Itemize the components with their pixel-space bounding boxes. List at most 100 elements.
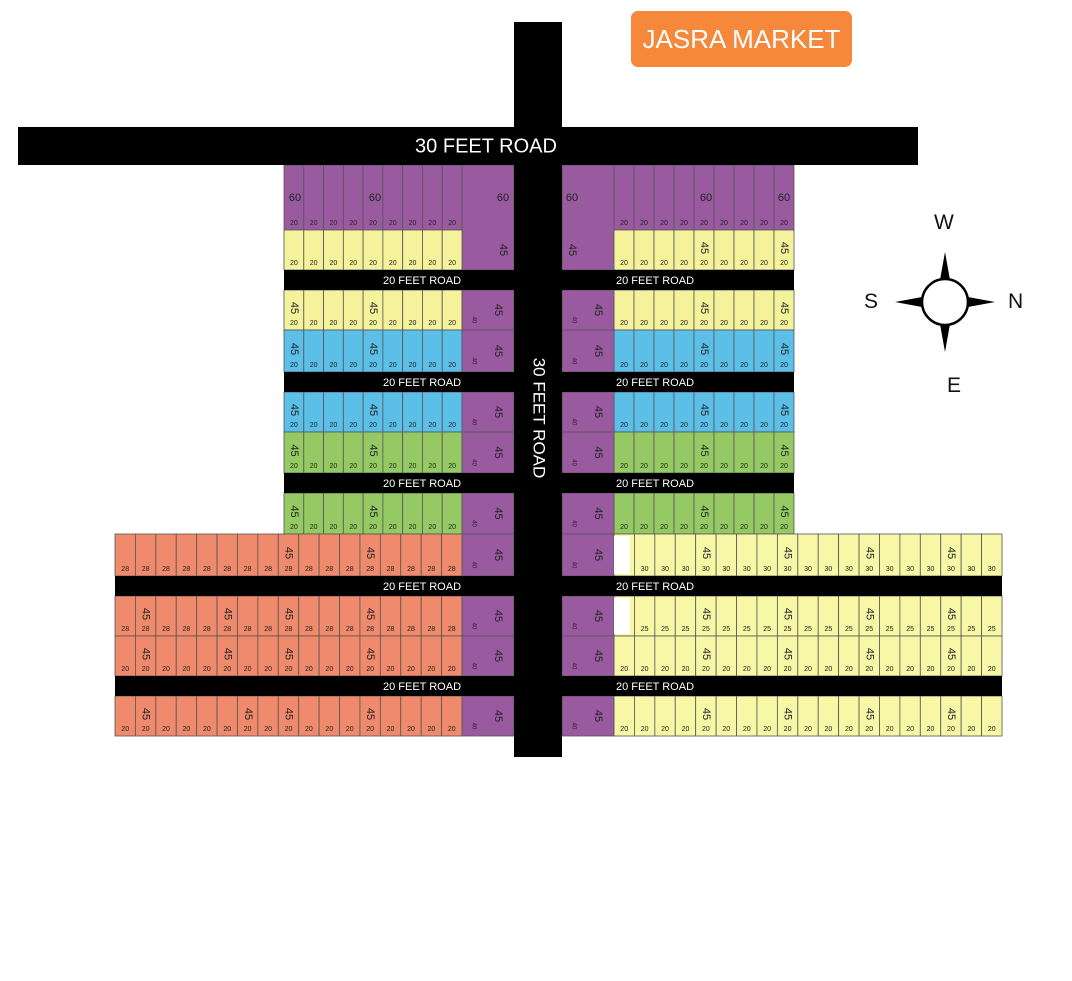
plot-size-label: 20 bbox=[720, 463, 728, 470]
plot-size-label: 20 bbox=[640, 422, 648, 429]
plot-size-label: 20 bbox=[389, 422, 397, 429]
plot-size-label: 20 bbox=[389, 220, 397, 227]
compass-needle-down bbox=[940, 324, 950, 352]
sub-road-label: 20 FEET ROAD bbox=[383, 478, 461, 490]
plot-width-label: 40 bbox=[470, 317, 476, 324]
compass-south-label: S bbox=[864, 290, 879, 313]
plot-size-label: 28 bbox=[407, 566, 415, 573]
plot-size-label: 28 bbox=[366, 626, 374, 633]
market-name-badge: JASRA MARKET bbox=[631, 11, 852, 67]
plot-depth-label: 45 bbox=[283, 547, 295, 559]
plot-size-label: 20 bbox=[720, 320, 728, 327]
plot-depth-label: 45 bbox=[592, 345, 604, 357]
plot-size-label: 30 bbox=[661, 566, 669, 573]
plot-size-label: 20 bbox=[700, 362, 708, 369]
plot-depth-label: 45 bbox=[566, 244, 578, 256]
plot-depth-label: 45 bbox=[492, 650, 504, 662]
plot-size-label: 20 bbox=[660, 260, 668, 267]
plot-size-label: 30 bbox=[906, 566, 914, 573]
plot-size-label: 25 bbox=[743, 626, 751, 633]
plot-size-label: 20 bbox=[640, 260, 648, 267]
plot-size-label: 20 bbox=[389, 320, 397, 327]
sub-road-label: 20 FEET ROAD bbox=[616, 581, 694, 593]
plot-width-label: 40 bbox=[470, 358, 476, 365]
plot-size-label: 20 bbox=[142, 666, 150, 673]
plot-size-label: 20 bbox=[290, 320, 298, 327]
plot-size-label: 20 bbox=[740, 220, 748, 227]
plot-depth-label: 45 bbox=[367, 505, 379, 517]
plot-depth-label: 45 bbox=[221, 648, 233, 660]
plot-depth-label: 45 bbox=[863, 608, 875, 620]
plot-size-label: 20 bbox=[845, 726, 853, 733]
plot-depth-label: 45 bbox=[945, 708, 957, 720]
plot-depth-label: 45 bbox=[778, 505, 790, 517]
plot-size-label: 25 bbox=[927, 626, 935, 633]
plot-size-label: 30 bbox=[967, 566, 975, 573]
plot-size-label: 20 bbox=[865, 666, 873, 673]
plot-size-label: 20 bbox=[285, 726, 293, 733]
plot-size-label: 20 bbox=[927, 726, 935, 733]
plot-depth-label: 45 bbox=[140, 608, 152, 620]
plot-width-label: 40 bbox=[470, 723, 476, 730]
plot-depth-label: 45 bbox=[492, 549, 504, 561]
plot-size-label: 20 bbox=[640, 524, 648, 531]
plot-depth-label: 45 bbox=[698, 444, 710, 456]
plot-depth-label: 45 bbox=[592, 610, 604, 622]
plot-size-label: 20 bbox=[310, 463, 318, 470]
plot-size-label: 20 bbox=[760, 220, 768, 227]
plot-depth-label: 45 bbox=[492, 710, 504, 722]
plot-width-label: 40 bbox=[570, 663, 576, 670]
corner-plot bbox=[561, 635, 615, 677]
plot-depth-label: 45 bbox=[945, 648, 957, 660]
plot-size-label: 20 bbox=[660, 463, 668, 470]
plot-size-label: 20 bbox=[310, 260, 318, 267]
plot-size-label: 20 bbox=[640, 320, 648, 327]
plot-depth-label: 45 bbox=[283, 648, 295, 660]
plot-size-label: 20 bbox=[409, 422, 417, 429]
plot-depth-label: 60 bbox=[778, 192, 790, 204]
plot-width-label: 40 bbox=[470, 459, 476, 466]
plot-size-label: 30 bbox=[702, 566, 710, 573]
plot-size-label: 30 bbox=[804, 566, 812, 573]
plot-size-label: 20 bbox=[409, 220, 417, 227]
plot-size-label: 20 bbox=[349, 524, 357, 531]
plot-size-label: 20 bbox=[162, 666, 170, 673]
plot-size-label: 20 bbox=[203, 726, 211, 733]
main-road-horizontal bbox=[18, 127, 918, 165]
sub-road-label: 20 FEET ROAD bbox=[616, 478, 694, 490]
plot-width-label: 40 bbox=[570, 459, 576, 466]
plot-size-label: 20 bbox=[680, 320, 688, 327]
plot-depth-label: 45 bbox=[288, 444, 300, 456]
plot-size-label: 20 bbox=[620, 320, 628, 327]
plot-size-label: 20 bbox=[369, 260, 377, 267]
plot-size-label: 20 bbox=[349, 320, 357, 327]
plot-depth-label: 45 bbox=[698, 242, 710, 254]
plot-width-label: 40 bbox=[570, 317, 576, 324]
corner-plot bbox=[461, 391, 515, 433]
plot-depth-label: 45 bbox=[492, 406, 504, 418]
plot-size-label: 20 bbox=[620, 422, 628, 429]
plot-size-label: 25 bbox=[967, 626, 975, 633]
sub-road-label: 20 FEET ROAD bbox=[383, 275, 461, 287]
plot-depth-label: 45 bbox=[140, 648, 152, 660]
plot-size-label: 28 bbox=[448, 626, 456, 633]
plot-size-label: 20 bbox=[740, 260, 748, 267]
plot-size-label: 25 bbox=[825, 626, 833, 633]
plot-size-label: 20 bbox=[927, 666, 935, 673]
plot-size-label: 28 bbox=[223, 626, 231, 633]
plot-size-label: 20 bbox=[427, 726, 435, 733]
plot-depth-label: 45 bbox=[221, 608, 233, 620]
plot-size-label: 20 bbox=[720, 260, 728, 267]
plot-size-label: 25 bbox=[845, 626, 853, 633]
plot-width-label: 40 bbox=[470, 520, 476, 527]
plot-size-label: 20 bbox=[448, 220, 456, 227]
plot-depth-label: 45 bbox=[367, 444, 379, 456]
plot-size-label: 20 bbox=[660, 524, 668, 531]
plot-size-label: 20 bbox=[760, 524, 768, 531]
plot-size-label: 20 bbox=[743, 666, 751, 673]
plot-size-label: 20 bbox=[947, 666, 955, 673]
plot-depth-label: 45 bbox=[945, 547, 957, 559]
plot-size-label: 20 bbox=[906, 726, 914, 733]
plot-size-label: 20 bbox=[680, 362, 688, 369]
plot-size-label: 20 bbox=[825, 666, 833, 673]
